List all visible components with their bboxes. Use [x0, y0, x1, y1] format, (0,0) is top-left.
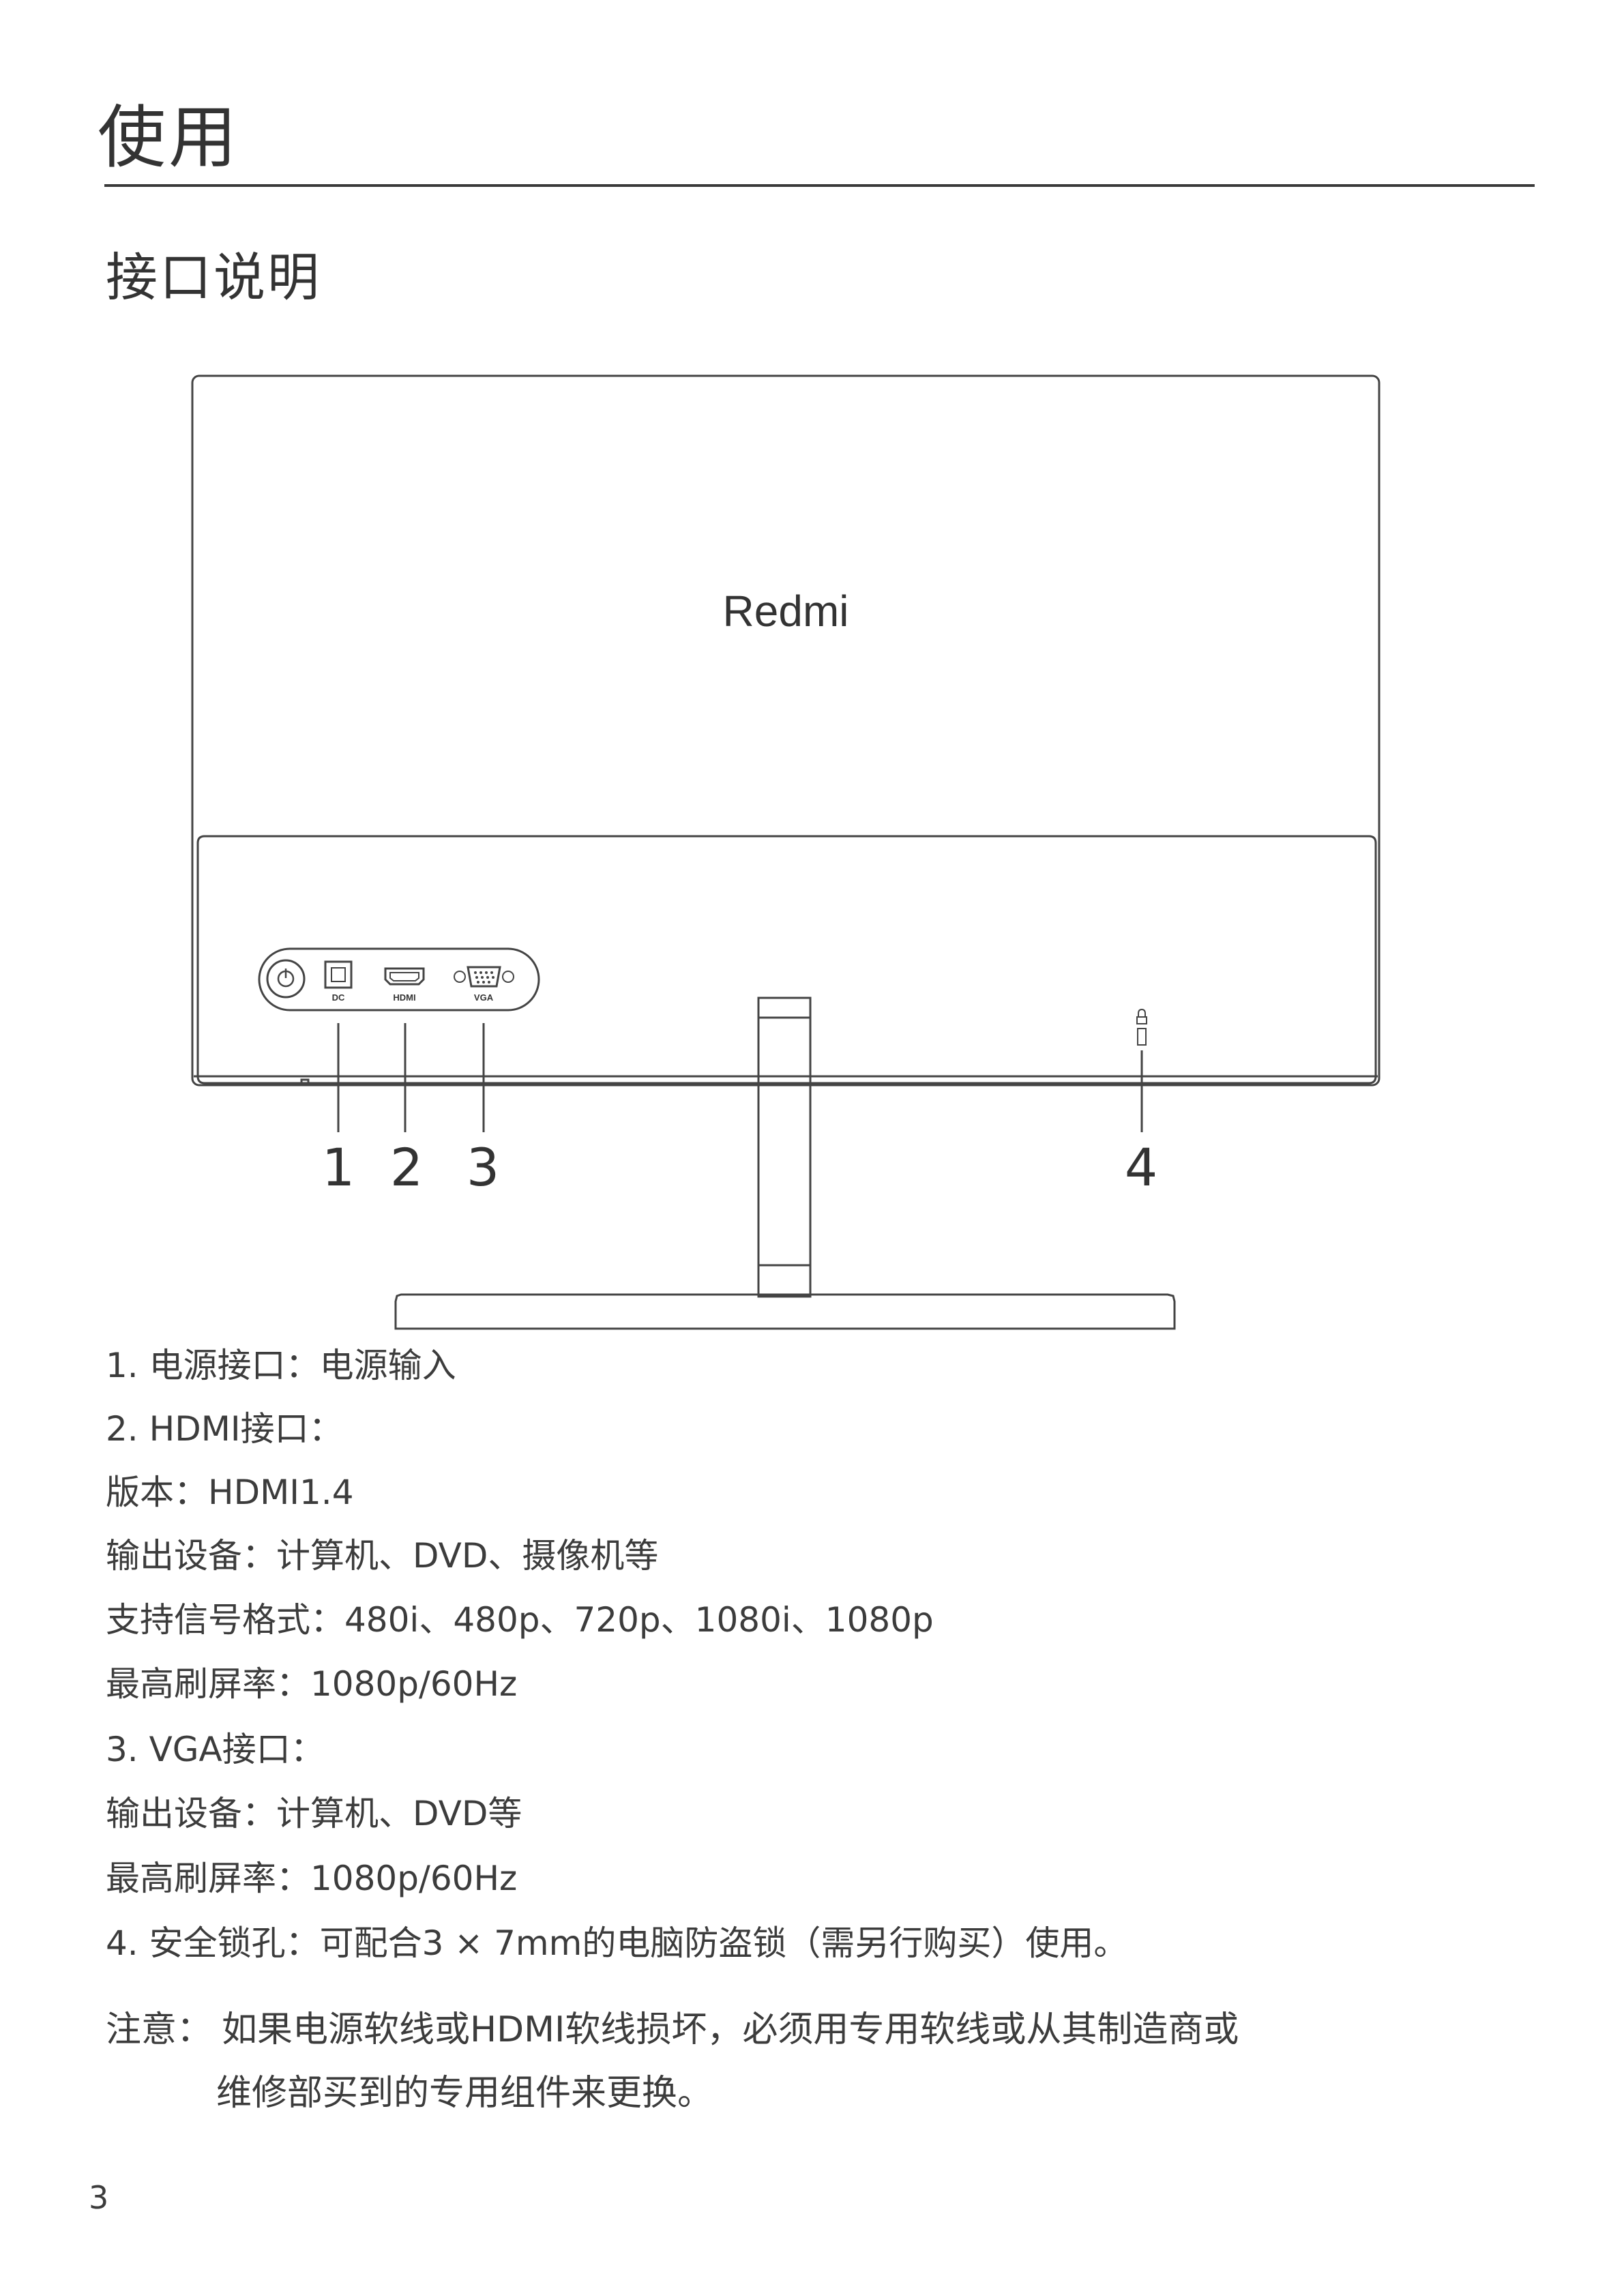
- power-button-icon: [266, 959, 306, 999]
- hdmi-port-icon: [384, 967, 425, 986]
- page-title: 使用: [98, 98, 239, 177]
- spec-line: 3. VGA接口：: [106, 1730, 325, 1769]
- hdmi-port-label: HDMI: [393, 992, 415, 1003]
- vga-port-label: VGA: [474, 992, 494, 1003]
- spec-line: 2. HDMI接口：: [106, 1409, 343, 1449]
- monitor-rear-illustration: Redmi DC HDMI VGA 1 2 3 4: [191, 374, 1381, 1330]
- note-text: 如果电源软线或HDMI软线损坏，必须用专用软线或从其制造商或: [222, 2009, 1239, 2050]
- monitor-lower-housing: [196, 835, 1377, 1084]
- spec-line: 输出设备：计算机、DVD等: [106, 1794, 522, 1833]
- spec-line: 1. 电源接口：电源输入: [106, 1346, 456, 1385]
- dc-port-label: DC: [332, 992, 345, 1003]
- spec-line: 最高刷屏率：1080p/60Hz: [106, 1859, 518, 1898]
- page-number: 3: [89, 2179, 109, 2216]
- spec-line: 最高刷屏率：1080p/60Hz: [106, 1664, 518, 1704]
- note-text-continued: 维修部买到的专用组件来更换。: [216, 2073, 713, 2114]
- spec-line: 输出设备：计算机、DVD、摄像机等: [106, 1536, 659, 1576]
- section-title: 接口说明: [106, 247, 321, 308]
- note-label: 注意：: [106, 2009, 213, 2050]
- port-plate: [258, 947, 540, 1011]
- callout-number-4: 4: [1125, 1137, 1157, 1198]
- security-lock-slot: [1137, 1028, 1147, 1046]
- vga-port-icon: [454, 966, 514, 988]
- callout-number-2: 2: [390, 1137, 423, 1198]
- stand-neck: [757, 996, 812, 1298]
- spec-line: 版本：HDMI1.4: [106, 1473, 354, 1512]
- indicator-light-icon: [300, 1078, 310, 1087]
- brand-logo: Redmi: [723, 587, 849, 636]
- dc-port-icon: [324, 960, 353, 989]
- stand-base: [394, 1293, 1176, 1330]
- title-divider: [104, 184, 1535, 187]
- spec-line: 4. 安全锁孔：可配合3 × 7mm的电脑防盗锁（需另行购买）使用。: [106, 1923, 1128, 1963]
- callout-number-3: 3: [467, 1137, 499, 1198]
- lock-icon: [1138, 1008, 1146, 1017]
- monitor-back-panel: [191, 374, 1381, 1087]
- spec-line: 支持信号格式：480i、480p、720p、1080i、1080p: [106, 1600, 934, 1640]
- callout-number-1: 1: [322, 1137, 355, 1198]
